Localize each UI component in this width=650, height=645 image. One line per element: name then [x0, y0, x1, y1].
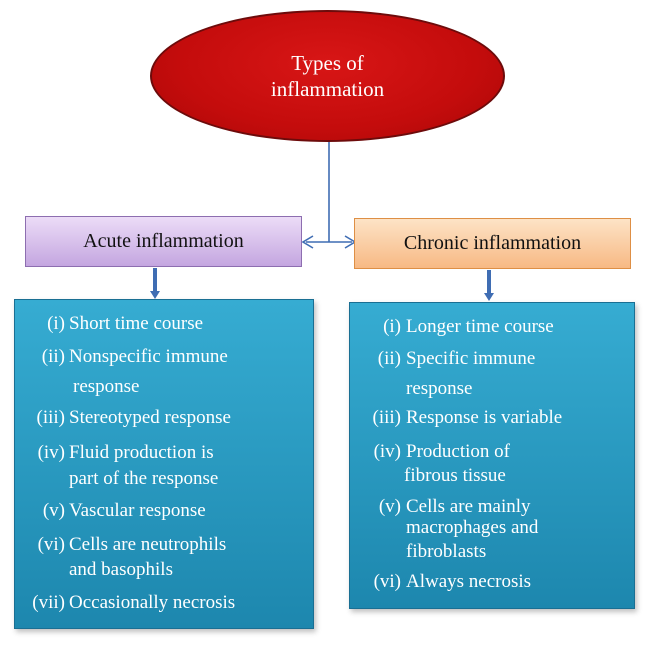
item-text: Response is variable: [406, 406, 562, 429]
item-number: (iv): [373, 441, 401, 462]
item-text: Vascular response: [69, 499, 206, 522]
item-line: Nonspecific immune: [69, 346, 228, 367]
item-text: Always necrosis: [406, 570, 531, 593]
item-line: part of the response: [69, 468, 219, 489]
item-line: and basophils: [69, 559, 173, 580]
chronic-title: Chronic inflammation: [403, 232, 582, 254]
item-number: (ii): [377, 348, 401, 369]
item-line: Response is variable: [406, 407, 563, 428]
root-label-line-1: Types of: [291, 51, 364, 75]
item-text: Short time course: [69, 312, 203, 335]
item-text: Specific immune response: [406, 347, 535, 400]
item-line: Occasionally necrosis: [69, 592, 236, 613]
item-line: Always necrosis: [406, 571, 532, 592]
item-number: (iii): [36, 407, 66, 428]
item-line: Stereotyped response: [69, 407, 231, 428]
item-text: Occasionally necrosis: [69, 591, 235, 614]
item-line: Production of: [406, 441, 510, 462]
item-line: response: [73, 376, 140, 397]
acute-header: Acute inflammation: [25, 216, 302, 267]
item-number: (iii): [372, 407, 402, 428]
item-number: (ii): [41, 346, 65, 367]
item-text: Fluid production is part of the response: [69, 441, 218, 490]
chronic-header: Chronic inflammation: [354, 218, 631, 269]
item-number: (i): [383, 316, 401, 337]
item-number: (iv): [37, 442, 65, 463]
item-number: (vii): [32, 592, 65, 613]
item-line: Fluid production is: [69, 442, 214, 463]
item-line: Specific immune: [406, 348, 536, 369]
item-line: Cells are mainly: [406, 496, 531, 517]
item-text: Production of fibrous tissue: [404, 440, 510, 487]
item-text: Stereotyped response: [69, 406, 231, 429]
item-line: fibrous tissue: [404, 465, 506, 486]
item-line: Cells are neutrophils: [69, 534, 227, 555]
item-line: fibroblasts: [406, 541, 487, 562]
item-number: (v): [378, 496, 401, 517]
item-text: Cells are mainly macrophages and fibrobl…: [406, 495, 538, 563]
acute-title: Acute inflammation: [83, 230, 244, 252]
left-arrowhead: [301, 235, 314, 249]
root-label: Types of inflammation: [248, 50, 408, 102]
item-number: (i): [47, 313, 65, 334]
item-number: (vi): [37, 534, 65, 555]
item-number: (v): [42, 500, 65, 521]
item-text: Nonspecific immune response: [69, 345, 228, 398]
acute-down-arrowhead: [150, 291, 160, 299]
item-text: Longer time course: [406, 315, 554, 338]
item-line: response: [406, 378, 473, 399]
item-line: Vascular response: [69, 500, 206, 521]
item-line: Longer time course: [406, 316, 554, 337]
root-node: Types of inflammation: [150, 10, 505, 142]
chronic-down-arrowhead: [484, 293, 494, 301]
chronic-panel: (i) Longer time course (ii) Specific imm…: [349, 302, 635, 609]
item-line: macrophages and: [406, 517, 539, 538]
root-label-line-2: inflammation: [270, 77, 385, 101]
item-text: Cells are neutrophils and basophils: [69, 533, 226, 581]
acute-panel: (i) Short time course (ii) Nonspecific i…: [14, 299, 314, 629]
item-number: (vi): [373, 571, 401, 592]
item-line: Short time course: [69, 313, 204, 334]
